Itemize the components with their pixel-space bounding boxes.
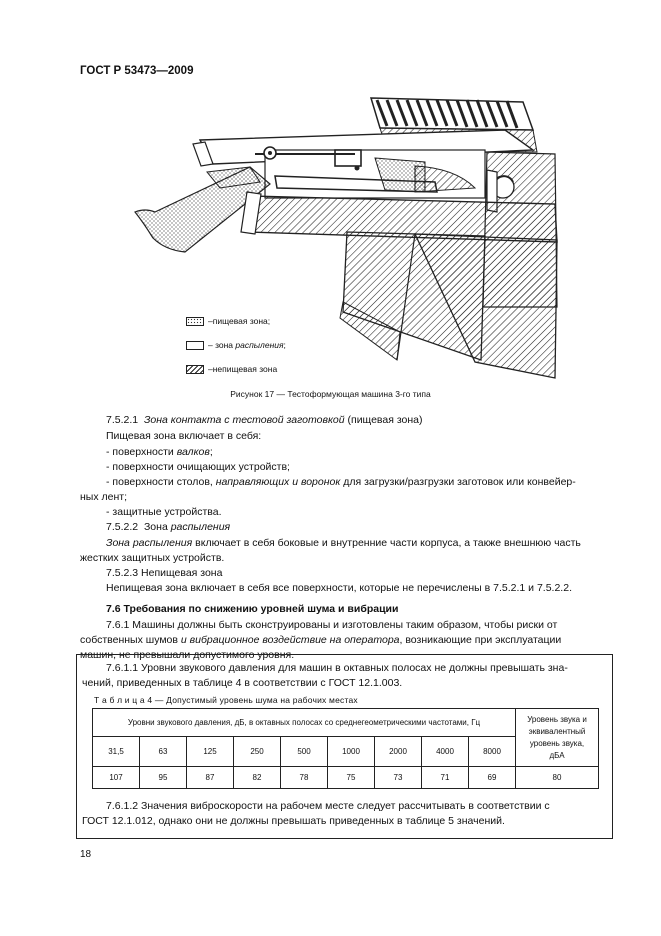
- list-item: - поверхности столов, направляющих и вор…: [106, 476, 576, 489]
- legend-text: непищевая зона: [212, 364, 278, 374]
- item-tail: ;: [209, 446, 213, 458]
- spray-zone-continuation: жестких защитных устройств.: [80, 552, 225, 564]
- item-italic: направляющих и воронок: [215, 476, 341, 488]
- eq-header: Уровень звука и эквивалентный уровень зв…: [515, 708, 599, 767]
- freq-cell: 1000: [327, 736, 375, 767]
- freq-cell: 4000: [421, 736, 469, 767]
- clause-7-6-1-2-line: ГОСТ 12.1.012, однако они не должны прев…: [82, 815, 505, 827]
- legend-text-italic: распыления: [235, 340, 284, 350]
- freq-cell: 500: [280, 736, 328, 767]
- eq-header-line: дБА: [549, 750, 565, 760]
- clause-title: Зона: [143, 521, 171, 533]
- eq-header-line: уровень звука,: [529, 738, 585, 748]
- item-text: - поверхности: [106, 446, 177, 458]
- document-number: ГОСТ Р 53473—2009: [80, 65, 194, 77]
- freq-cell: 250: [233, 736, 281, 767]
- term-definition: включает в себя боковые и внутренние час…: [192, 537, 581, 549]
- figure-caption: Рисунок 17 — Тестоформующая машина 3-го …: [230, 389, 431, 399]
- level-cell: 73: [374, 766, 422, 789]
- freq-cell: 8000: [468, 736, 516, 767]
- legend-text: пищевая зона;: [212, 316, 271, 326]
- clause-7-5-2-2: 7.5.2.2 Зона распыления: [106, 521, 230, 534]
- machine-drawing: [134, 97, 558, 379]
- legend-prefix: –: [208, 364, 213, 374]
- level-cell: 75: [327, 766, 375, 789]
- freq-cell: 63: [139, 736, 187, 767]
- text: собственных шумов: [80, 634, 181, 646]
- level-cell: 82: [233, 766, 281, 789]
- text: , возникающие при эксплуатации: [399, 634, 562, 646]
- item-tail: для загрузки/разгрузки заготовок или кон…: [340, 476, 576, 488]
- eq-header-line: эквивалентный: [528, 726, 586, 736]
- noise-requirements-box: [76, 654, 613, 839]
- clause-7-6-1-2-line: 7.6.1.2 Значения виброскорости на рабоче…: [106, 800, 550, 812]
- noise-table: Уровни звукового давления, дБ, в октавны…: [92, 708, 599, 789]
- clause-7-6-1-1-line: чений, приведенных в таблице 4 в соответ…: [82, 677, 403, 689]
- blank-swatch: [186, 340, 204, 350]
- freq-cell: 125: [186, 736, 234, 767]
- clause-number: 7.5.2.2: [106, 521, 139, 533]
- level-cell: 107: [92, 766, 140, 789]
- list-item: - поверхности валков;: [106, 446, 213, 459]
- level-cell: 87: [186, 766, 234, 789]
- term-italic: Зона распыления: [106, 537, 193, 549]
- clause-7-6-1-1-line: 7.6.1.1 Уровни звукового давления для ма…: [106, 662, 568, 674]
- freq-header: Уровни звукового давления, дБ, в октавны…: [92, 708, 516, 737]
- legend-item-food-zone: – пищевая зона;: [186, 316, 270, 326]
- clause-title-italic: Зона контакта с тестовой заготовкой: [143, 414, 345, 426]
- legend-prefix: –: [208, 316, 213, 326]
- clause-7-6-1-line: собственных шумов и вибрационное воздейс…: [80, 634, 561, 647]
- clause-7-5-2-3: 7.5.2.3 Непищевая зона: [106, 567, 223, 579]
- hatch-swatch: [186, 364, 204, 374]
- level-cell: 78: [280, 766, 328, 789]
- food-zone-intro: Пищевая зона включает в себя:: [106, 430, 262, 442]
- table-caption: Т а б л и ц а 4 — Допустимый уровень шум…: [94, 695, 358, 705]
- legend-suffix: ;: [283, 340, 286, 350]
- item-italic: валков: [176, 446, 210, 458]
- level-cell: 69: [468, 766, 516, 789]
- freq-cell: 31,5: [92, 736, 140, 767]
- eq-header-line: Уровень звука и: [527, 714, 587, 724]
- clause-7-6-1-line: машин, не превышали допустимого уровня.: [80, 649, 295, 661]
- spray-zone-text: Зона распыления включает в себя боковые …: [106, 537, 581, 550]
- legend-prefix: – зона: [208, 340, 236, 350]
- item-text: - поверхности столов,: [106, 476, 216, 488]
- level-cell: 71: [421, 766, 469, 789]
- eq-level-cell: 80: [515, 766, 599, 789]
- page-number: 18: [80, 849, 92, 860]
- list-item-continuation: ных лент;: [80, 491, 128, 503]
- clause-7-5-2-1: 7.5.2.1 Зона контакта с тестовой заготов…: [106, 414, 423, 427]
- clause-number: 7.5.2.1: [106, 414, 139, 426]
- list-item: - защитные устройства.: [106, 506, 222, 518]
- freq-cell: 2000: [374, 736, 422, 767]
- clause-7-6-1-line: 7.6.1 Машины должны быть сконструированы…: [106, 619, 558, 631]
- legend-item-spray-zone: – зона распыления;: [186, 340, 286, 350]
- nonfood-zone-text: Непищевая зона включает в себя все повер…: [106, 582, 572, 594]
- clause-title-italic: распыления: [170, 521, 231, 533]
- list-item: - поверхности очищающих устройств;: [106, 461, 290, 473]
- section-7-6-heading: 7.6 Требования по снижению уровней шума …: [106, 603, 399, 615]
- legend-item-nonfood-zone: – непищевая зона: [186, 364, 277, 374]
- text-italic: и вибрационное воздействие на оператора: [180, 634, 400, 646]
- clause-title-tail: (пищевая зона): [344, 414, 423, 426]
- dots-swatch: [186, 316, 204, 326]
- level-cell: 95: [139, 766, 187, 789]
